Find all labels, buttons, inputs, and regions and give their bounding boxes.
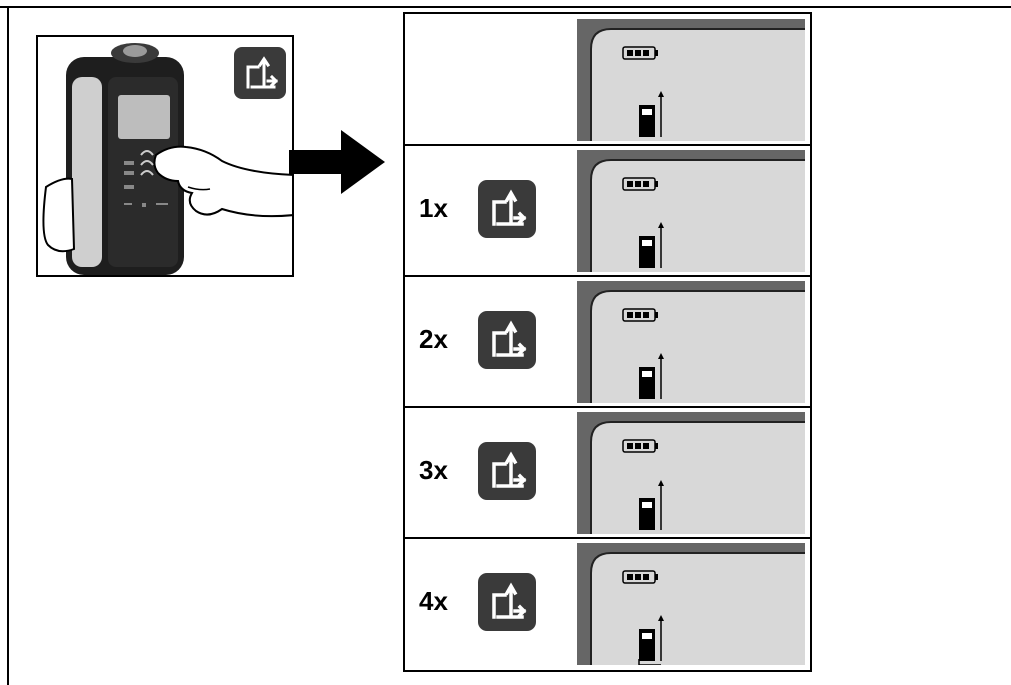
step-count-label: 4x [419, 586, 448, 616]
step-divider [405, 537, 810, 539]
lcd-display [577, 412, 805, 534]
measuring-reference-icon [478, 311, 536, 374]
reference-point-icon [639, 222, 664, 268]
reference-point-icon [638, 615, 664, 665]
measuring-reference-icon [478, 442, 536, 505]
measuring-reference-icon [478, 180, 536, 243]
reference-point-icon [639, 91, 664, 137]
step-row: 2x [405, 276, 810, 405]
device-key [140, 170, 154, 176]
step-row [405, 14, 810, 143]
measuring-reference-icon [478, 573, 536, 636]
battery-icon [622, 46, 658, 60]
device-lens [123, 45, 147, 57]
battery-icon [622, 308, 658, 322]
right-arrow-icon [289, 128, 389, 201]
measuring-reference-icon [234, 47, 286, 99]
device-key-small [124, 185, 134, 189]
battery-icon [622, 177, 658, 191]
step-row: 4x [405, 538, 810, 667]
step-count-label: 1x [419, 193, 448, 223]
device-key-small [124, 161, 134, 165]
lcd-display [577, 150, 805, 272]
lcd-display [577, 19, 805, 141]
device-key-small [156, 203, 168, 205]
device-hand-illustration [42, 43, 292, 275]
device-key-small [124, 203, 132, 205]
device-key-small [142, 203, 146, 207]
step-count-label: 2x [419, 324, 448, 354]
device-side-grip [72, 77, 102, 267]
step-divider [405, 406, 810, 408]
step-row: 3x [405, 407, 810, 536]
lcd-display [577, 281, 805, 403]
step-divider [405, 275, 810, 277]
finger-line [187, 186, 211, 191]
device-key [140, 150, 154, 156]
frame-top-line [0, 6, 1011, 8]
device-key-small [124, 171, 134, 175]
step-row: 1x [405, 145, 810, 274]
lcd-display [577, 543, 805, 665]
frame-left-line [7, 6, 9, 685]
left-hand [42, 177, 76, 253]
battery-icon [622, 570, 658, 584]
step-divider [405, 144, 810, 146]
reference-point-icon [639, 353, 664, 399]
right-hand [153, 145, 292, 218]
device-key [140, 160, 154, 166]
device-screen [118, 95, 170, 139]
reference-point-icon [639, 480, 664, 530]
device-illustration-panel [36, 35, 294, 277]
battery-icon [622, 439, 658, 453]
steps-panel: 1x 2x 3x 4x [403, 12, 812, 672]
step-count-label: 3x [419, 455, 448, 485]
